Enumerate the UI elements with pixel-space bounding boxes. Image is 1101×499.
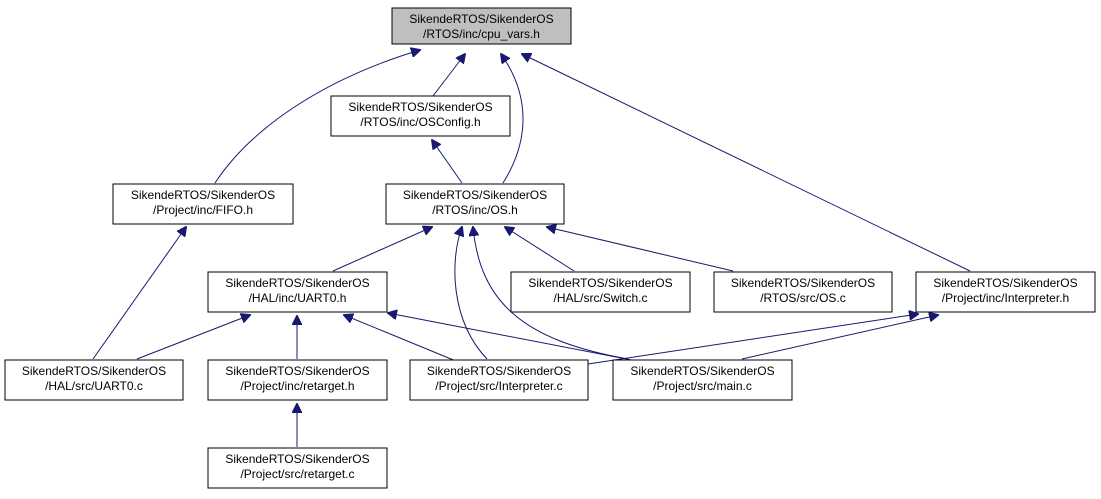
node-label-line2: /RTOS/inc/OSConfig.h (360, 115, 480, 129)
node-interpreter-c[interactable]: SikendeRTOS/SikenderOS /Project/src/Inte… (409, 359, 589, 401)
node-label-line2: /Project/src/Interpreter.c (435, 379, 562, 393)
node-label-line2: /Project/src/main.c (653, 379, 752, 393)
node-os-h[interactable]: SikendeRTOS/SikenderOS /RTOS/inc/OS.h (385, 183, 565, 225)
node-retarget-h[interactable]: SikendeRTOS/SikenderOS /Project/inc/reta… (207, 359, 388, 401)
graph-edges (92, 50, 971, 447)
node-uart0-h[interactable]: SikendeRTOS/SikenderOS /HAL/inc/UART0.h (207, 271, 388, 313)
node-switch-c[interactable]: SikendeRTOS/SikenderOS /HAL/src/Switch.c (510, 271, 691, 313)
edge-os-c-to-os-h (547, 227, 734, 272)
edge-interpreter-h-to-cpu-vars (522, 54, 971, 272)
node-os-c[interactable]: SikendeRTOS/SikenderOS /RTOS/src/OS.c (713, 271, 893, 313)
node-label-line2: /Project/inc/Interpreter.h (942, 291, 1069, 305)
node-label-line1: SikendeRTOS/SikenderOS (131, 188, 275, 202)
node-label-line2: /RTOS/inc/OS.h (432, 203, 518, 217)
edge-main-c-to-os-h (473, 227, 629, 360)
node-label-line2: /Project/src/retarget.c (240, 467, 354, 481)
edge-interpreter-c-to-uart0-h (344, 315, 469, 367)
node-label-line1: SikendeRTOS/SikenderOS (409, 12, 553, 26)
edge-os-h-to-osconfig (432, 140, 463, 184)
node-label-line1: SikendeRTOS/SikenderOS (225, 276, 369, 290)
node-label-line1: SikendeRTOS/SikenderOS (630, 364, 774, 378)
edge-interpreter-c-to-interpreter-h (587, 314, 918, 365)
edge-main-c-to-interpreter-h (741, 315, 938, 360)
edge-uart0-c-to-fifo (92, 227, 186, 360)
node-label-line2: /HAL/src/Switch.c (553, 291, 647, 305)
node-label-line2: /HAL/src/UART0.c (45, 379, 143, 393)
edge-uart0-c-to-uart0-h (136, 315, 250, 360)
edge-osconfig-to-cpu-vars (432, 54, 465, 97)
node-fifo-h[interactable]: SikendeRTOS/SikenderOS /Project/inc/FIFO… (112, 183, 294, 225)
edge-interpreter-c-to-os-h (455, 227, 488, 360)
node-uart0-c[interactable]: SikendeRTOS/SikenderOS /HAL/src/UART0.c (4, 359, 184, 401)
node-label-line1: SikendeRTOS/SikenderOS (225, 452, 369, 466)
node-osconfig-h[interactable]: SikendeRTOS/SikenderOS /RTOS/inc/OSConfi… (330, 95, 511, 137)
node-label-line1: SikendeRTOS/SikenderOS (348, 100, 492, 114)
node-cpu-vars-h: SikendeRTOS/SikenderOS /RTOS/inc/cpu_var… (391, 7, 572, 45)
node-label-line1: SikendeRTOS/SikenderOS (427, 364, 571, 378)
node-label-line1: SikendeRTOS/SikenderOS (731, 276, 875, 290)
edge-uart0-h-to-os-h (332, 227, 432, 272)
node-label-line1: SikendeRTOS/SikenderOS (528, 276, 672, 290)
node-label-line1: SikendeRTOS/SikenderOS (933, 276, 1077, 290)
node-interpreter-h[interactable]: SikendeRTOS/SikenderOS /Project/inc/Inte… (915, 271, 1096, 313)
node-label-line1: SikendeRTOS/SikenderOS (22, 364, 166, 378)
node-label-line2: /RTOS/src/OS.c (760, 291, 846, 305)
edge-fifo-to-cpu-vars (214, 50, 420, 184)
node-label-line2: /Project/inc/FIFO.h (153, 203, 253, 217)
edge-os-h-to-cpu-vars (501, 54, 524, 184)
node-label-line1: SikendeRTOS/SikenderOS (403, 188, 547, 202)
node-label-line2: /HAL/inc/UART0.h (249, 291, 347, 305)
node-label-line1: SikendeRTOS/SikenderOS (225, 364, 369, 378)
node-main-c[interactable]: SikendeRTOS/SikenderOS /Project/src/main… (612, 359, 793, 401)
node-retarget-c[interactable]: SikendeRTOS/SikenderOS /Project/src/reta… (207, 447, 388, 489)
node-label-line2: /RTOS/inc/cpu_vars.h (423, 27, 540, 41)
node-label-line2: /Project/inc/retarget.h (240, 379, 354, 393)
edge-switch-c-to-os-h (505, 227, 575, 272)
